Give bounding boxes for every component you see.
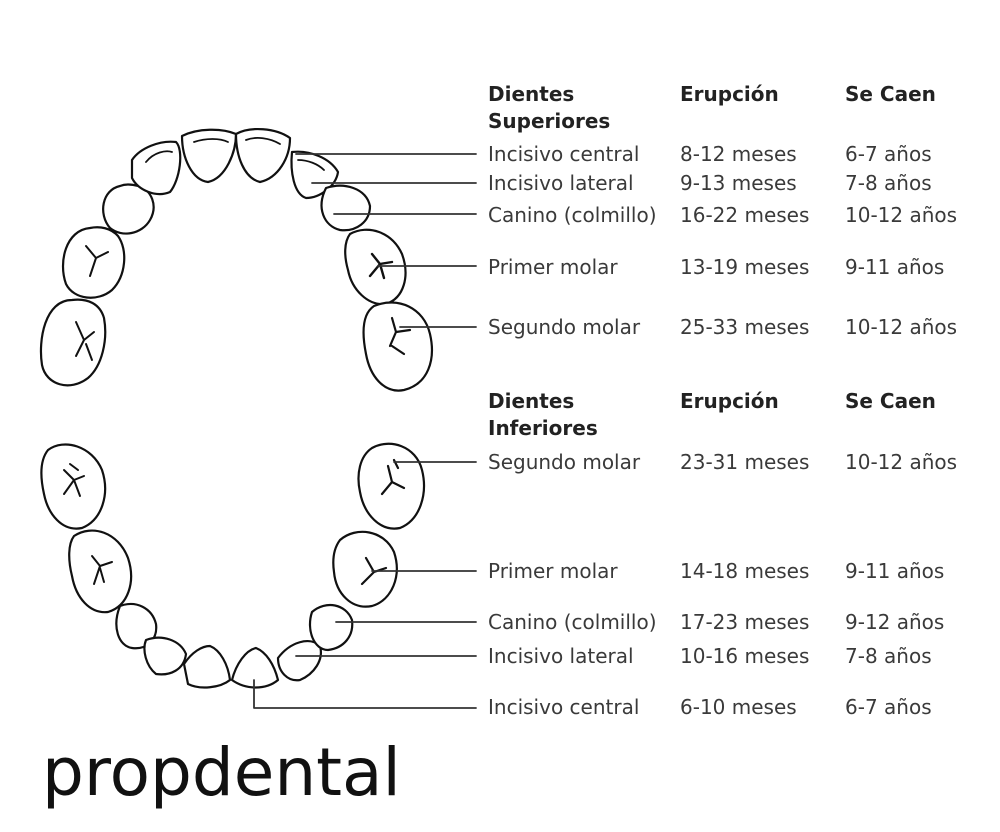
upper-row-1-eruption: 8-12 meses: [680, 142, 797, 166]
upper-row-3-shed: 10-12 años: [845, 203, 958, 227]
lower-left-lateral-incisor: [276, 640, 322, 682]
lower-row-4-eruption: 10-16 meses: [680, 644, 810, 668]
lower-row-2-name: Primer molar: [488, 559, 618, 583]
lower-left-first-molar: [332, 530, 398, 608]
lower-header-shed: Se Caen: [845, 389, 936, 413]
upper-row-4-name: Primer molar: [488, 255, 618, 279]
lower-row-5-eruption: 6-10 meses: [680, 695, 797, 719]
upper-left-first-molar: [344, 228, 407, 306]
lower-row-4-name: Incisivo lateral: [488, 644, 634, 668]
upper-header-eruption: Erupción: [680, 82, 779, 106]
lower-row-1-shed: 10-12 años: [845, 450, 958, 474]
upper-right-lateral-incisor: [130, 140, 182, 196]
upper-arch: [39, 128, 434, 392]
brand-logo-text: propdental: [42, 734, 401, 811]
upper-row-2-name: Incisivo lateral: [488, 171, 634, 195]
upper-row-3-name: Canino (colmillo): [488, 203, 657, 227]
lower-right-second-molar: [40, 443, 107, 530]
upper-left-second-molar: [362, 301, 434, 392]
upper-left-central-incisor: [234, 128, 292, 184]
upper-left-canine: [320, 184, 372, 232]
lower-row-3-name: Canino (colmillo): [488, 610, 657, 634]
lower-left-canine: [308, 603, 354, 652]
lower-row-5-shed: 6-7 años: [845, 695, 932, 719]
upper-row-5-shed: 10-12 años: [845, 315, 958, 339]
upper-row-4-shed: 9-11 años: [845, 255, 945, 279]
lower-row-5-name: Incisivo central: [488, 695, 640, 719]
upper-row-4-eruption: 13-19 meses: [680, 255, 810, 279]
upper-row-2-eruption: 9-13 meses: [680, 171, 797, 195]
upper-row-2-shed: 7-8 años: [845, 171, 932, 195]
lower-row-3-eruption: 17-23 meses: [680, 610, 810, 634]
upper-right-second-molar: [39, 298, 107, 387]
upper-header-teeth: Dientes Superiores: [488, 82, 611, 133]
upper-row-1-name: Incisivo central: [488, 142, 640, 166]
upper-row-3-eruption: 16-22 meses: [680, 203, 810, 227]
lower-arch: [40, 442, 426, 689]
lower-row-1-eruption: 23-31 meses: [680, 450, 810, 474]
lower-header-eruption: Erupción: [680, 389, 779, 413]
upper-right-canine: [102, 183, 155, 235]
upper-row-5-eruption: 25-33 meses: [680, 315, 810, 339]
lower-left-central-incisor: [230, 646, 280, 689]
upper-right-central-incisor: [180, 128, 238, 184]
lower-header-teeth: Dientes Inferiores: [488, 389, 598, 440]
upper-header-shed: Se Caen: [845, 82, 936, 106]
upper-row-5-name: Segundo molar: [488, 315, 641, 339]
lower-row-2-eruption: 14-18 meses: [680, 559, 810, 583]
lower-row-2-shed: 9-11 años: [845, 559, 945, 583]
lower-row-4-shed: 7-8 años: [845, 644, 932, 668]
upper-row-1-shed: 6-7 años: [845, 142, 932, 166]
lower-row-1-name: Segundo molar: [488, 450, 641, 474]
lower-right-central-incisor: [182, 644, 232, 689]
lower-row-3-shed: 9-12 años: [845, 610, 945, 634]
lower-left-second-molar: [357, 442, 426, 530]
lower-right-lateral-incisor: [143, 636, 188, 676]
leader-lines: [253, 153, 477, 709]
